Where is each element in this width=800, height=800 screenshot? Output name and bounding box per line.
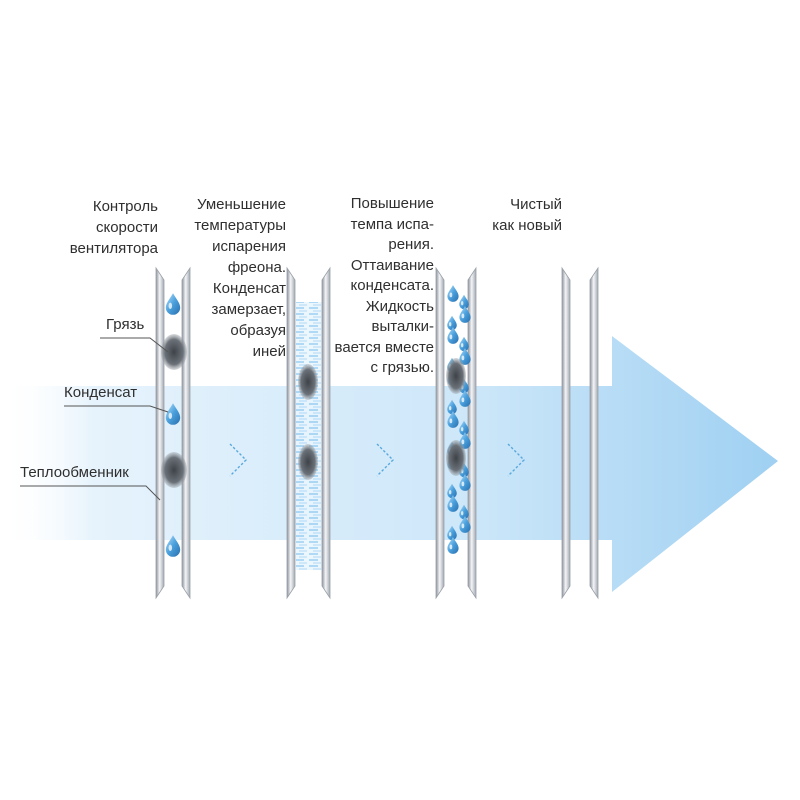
caption-line: темпа испа- bbox=[350, 215, 434, 233]
label-dirt: Грязь bbox=[106, 316, 145, 333]
leader-line-condensate bbox=[64, 405, 169, 413]
heat-exchanger-stage-1 bbox=[155, 266, 191, 600]
heat-exchanger-stage-2 bbox=[286, 266, 331, 600]
caption-line: Жидкость bbox=[365, 297, 434, 315]
caption-line: Оттаивание bbox=[350, 256, 434, 274]
caption-line: Чистый bbox=[510, 196, 562, 213]
caption-line: фреона. bbox=[227, 259, 286, 276]
label-heat-exchanger: Теплообменник bbox=[20, 464, 129, 481]
dirt-blob-icon bbox=[298, 364, 318, 400]
water-drop-icon bbox=[459, 294, 469, 310]
caption-line: рения. bbox=[388, 236, 434, 253]
leader-line-heat-exchanger bbox=[20, 485, 161, 501]
caption-line: образуя bbox=[230, 322, 286, 339]
caption-line: вентилятора bbox=[69, 240, 158, 257]
caption-line: Контроль bbox=[92, 198, 158, 215]
caption-line: замерзает, bbox=[211, 301, 287, 318]
caption-stage-3: Повышение темпа испа- рения. Оттаивание … bbox=[335, 194, 434, 379]
leader-line-dirt bbox=[100, 337, 169, 353]
dirt-blob-icon bbox=[161, 334, 187, 370]
caption-line: иней bbox=[252, 343, 286, 360]
caption-line: вается вместе bbox=[334, 338, 434, 356]
caption-line: с грязью. bbox=[370, 359, 434, 376]
caption-stage-4: Чистый как новый bbox=[492, 194, 562, 236]
caption-line: конденсата. bbox=[350, 277, 434, 294]
caption-line: испарения bbox=[212, 238, 286, 255]
water-drop-icon bbox=[447, 327, 459, 344]
dirt-blob-icon bbox=[298, 444, 318, 480]
dirt-blob-icon bbox=[161, 452, 187, 488]
caption-stage-1: Контроль скорости вентилятора bbox=[70, 196, 158, 259]
caption-line: скорости bbox=[95, 219, 158, 236]
chevron-right-icon bbox=[376, 443, 394, 477]
caption-line: Конденсат bbox=[212, 280, 286, 297]
water-drop-icon bbox=[459, 336, 469, 352]
caption-line: как новый bbox=[492, 217, 562, 234]
chevron-right-icon bbox=[229, 443, 247, 477]
dirt-blob-icon bbox=[446, 358, 466, 394]
label-condensate: Конденсат bbox=[64, 384, 138, 401]
caption-line: Уменьшение bbox=[197, 196, 286, 213]
heat-exchanger-stage-4 bbox=[561, 266, 599, 600]
heat-exchanger-stage-3 bbox=[435, 266, 477, 600]
dirt-blob-icon bbox=[446, 440, 466, 476]
caption-line: Повышение bbox=[350, 195, 434, 212]
water-drop-icon bbox=[165, 293, 181, 315]
caption-stage-2: Уменьшение температуры испарения фреона.… bbox=[194, 194, 286, 362]
water-drop-icon bbox=[447, 315, 457, 331]
caption-line: температуры bbox=[194, 217, 286, 234]
caption-line: выталки- bbox=[371, 318, 434, 335]
chevron-right-icon bbox=[507, 443, 525, 477]
water-drop-icon bbox=[447, 285, 459, 302]
